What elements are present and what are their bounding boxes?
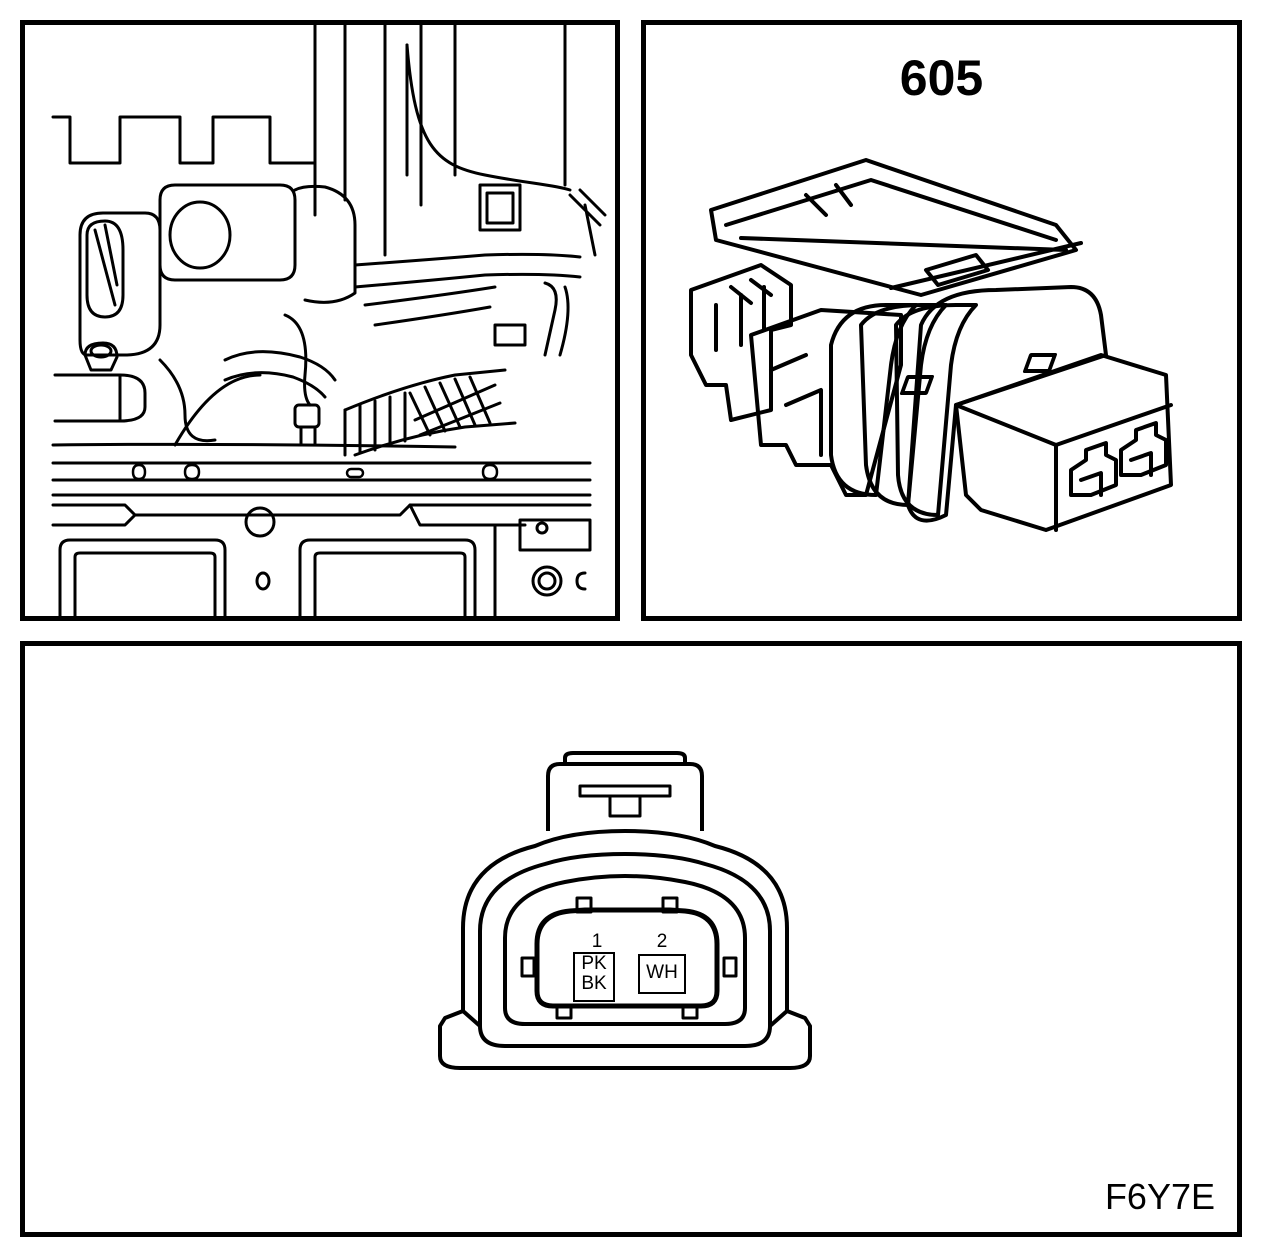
connector-face-panel: 1 PK BK 2 WH F6Y7E [20,641,1242,1237]
connector-perspective-illustration [689,158,1173,532]
pin-2-wire-color: WH [638,954,686,994]
figure-code-label: F6Y7E [1104,1176,1215,1217]
pin-2-number: 2 [656,931,668,952]
connector-view-panel: 605 [641,20,1242,621]
pin-1-number: 1 [591,931,603,952]
connector-face-illustration [438,751,812,1070]
pin-2-wire-color-line-1: WH [646,962,678,983]
pin-1-wire-color-line-2: BK [581,973,607,994]
engine-bay-illustration [51,25,607,616]
pin-1-wire-color-line-1: PK [581,953,607,974]
location-view-panel [20,20,620,621]
connector-id-label: 605 [899,50,984,106]
pin-1-wire-color: PK BK [573,952,615,1002]
